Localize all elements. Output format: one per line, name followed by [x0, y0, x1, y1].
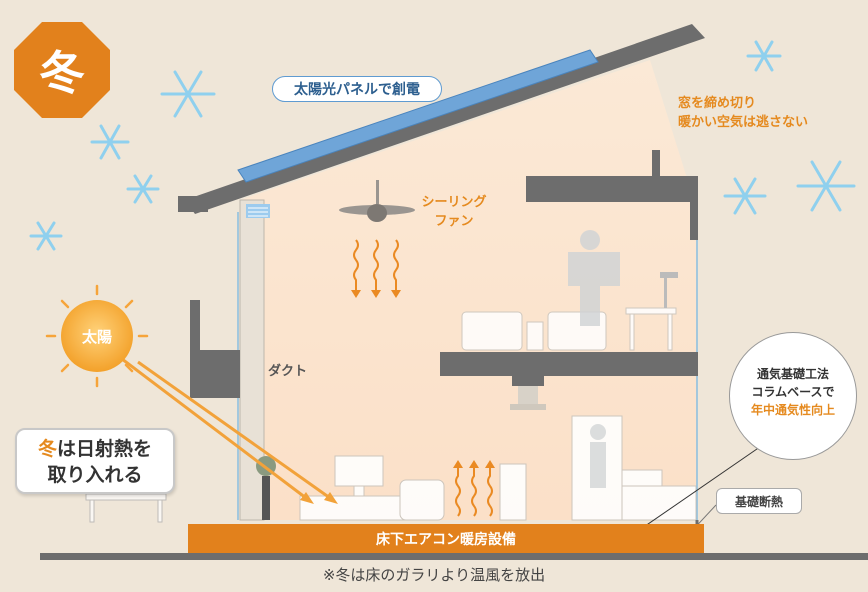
second-floor-slab — [440, 352, 698, 376]
footnote: ※冬は床のガラリより温風を放出 — [322, 566, 546, 584]
ceiling-fan-line1: シーリング — [421, 195, 487, 210]
roof — [185, 24, 705, 214]
outdoor-table — [85, 493, 167, 523]
ceiling-fan-icon — [339, 180, 415, 222]
window-note: 窓を締め切り 暖かい空気は逃さない — [678, 94, 808, 132]
snowflake-icons — [29, 40, 856, 251]
ceiling-fan-line2: ファン — [434, 214, 474, 229]
season-badge: 冬 — [14, 22, 110, 118]
left-balcony — [190, 350, 240, 398]
sun-icon — [45, 284, 149, 388]
downward-warm-arrows — [353, 239, 399, 290]
callout-highlight: 冬 — [37, 438, 57, 460]
upward-warm-arrows — [455, 466, 493, 517]
solar-heat-callout: 冬は日射熱を 取り入れる — [15, 428, 175, 494]
person-downstairs-silhouette — [590, 424, 606, 488]
callout-line1: は日射熱を — [57, 438, 153, 460]
person-upstairs-silhouette — [568, 230, 620, 326]
season-label: 冬 — [39, 46, 85, 100]
foundation-callout: 通気基礎工法 コラムベースで 年中通気性向上 — [729, 332, 857, 460]
foundation-line2: コラムベースで — [751, 385, 835, 399]
solar-panel-label: 太陽光パネルで創電 — [272, 76, 442, 102]
floor-heating-bar: 床下エアコン暖房設備 — [188, 524, 704, 553]
ceiling-fan-label: シーリング ファン — [418, 193, 490, 231]
ground-floor-furniture — [299, 415, 697, 521]
ground-line — [40, 553, 868, 560]
insulation-label: 基礎断熱 — [716, 488, 802, 514]
duct-label: ダクト — [268, 364, 308, 379]
window-note-line1: 窓を締め切り — [678, 96, 757, 111]
window-note-line2: 暖かい空気は逃さない — [678, 115, 809, 130]
left-eave — [178, 196, 208, 212]
right-wall-stub — [690, 176, 698, 240]
upper-beam — [526, 176, 698, 202]
house-interior — [240, 60, 697, 520]
foundation-line3: 年中通気性向上 — [750, 403, 835, 417]
sun-label: 太陽 — [81, 327, 112, 346]
callout-line2: 取り入れる — [47, 464, 143, 486]
season-badge-shape — [14, 22, 110, 118]
upper-right-wall — [652, 150, 660, 180]
sunlight-rays — [117, 354, 331, 500]
foundation-line1: 通気基礎工法 — [756, 367, 829, 381]
solar-panel — [237, 49, 599, 183]
